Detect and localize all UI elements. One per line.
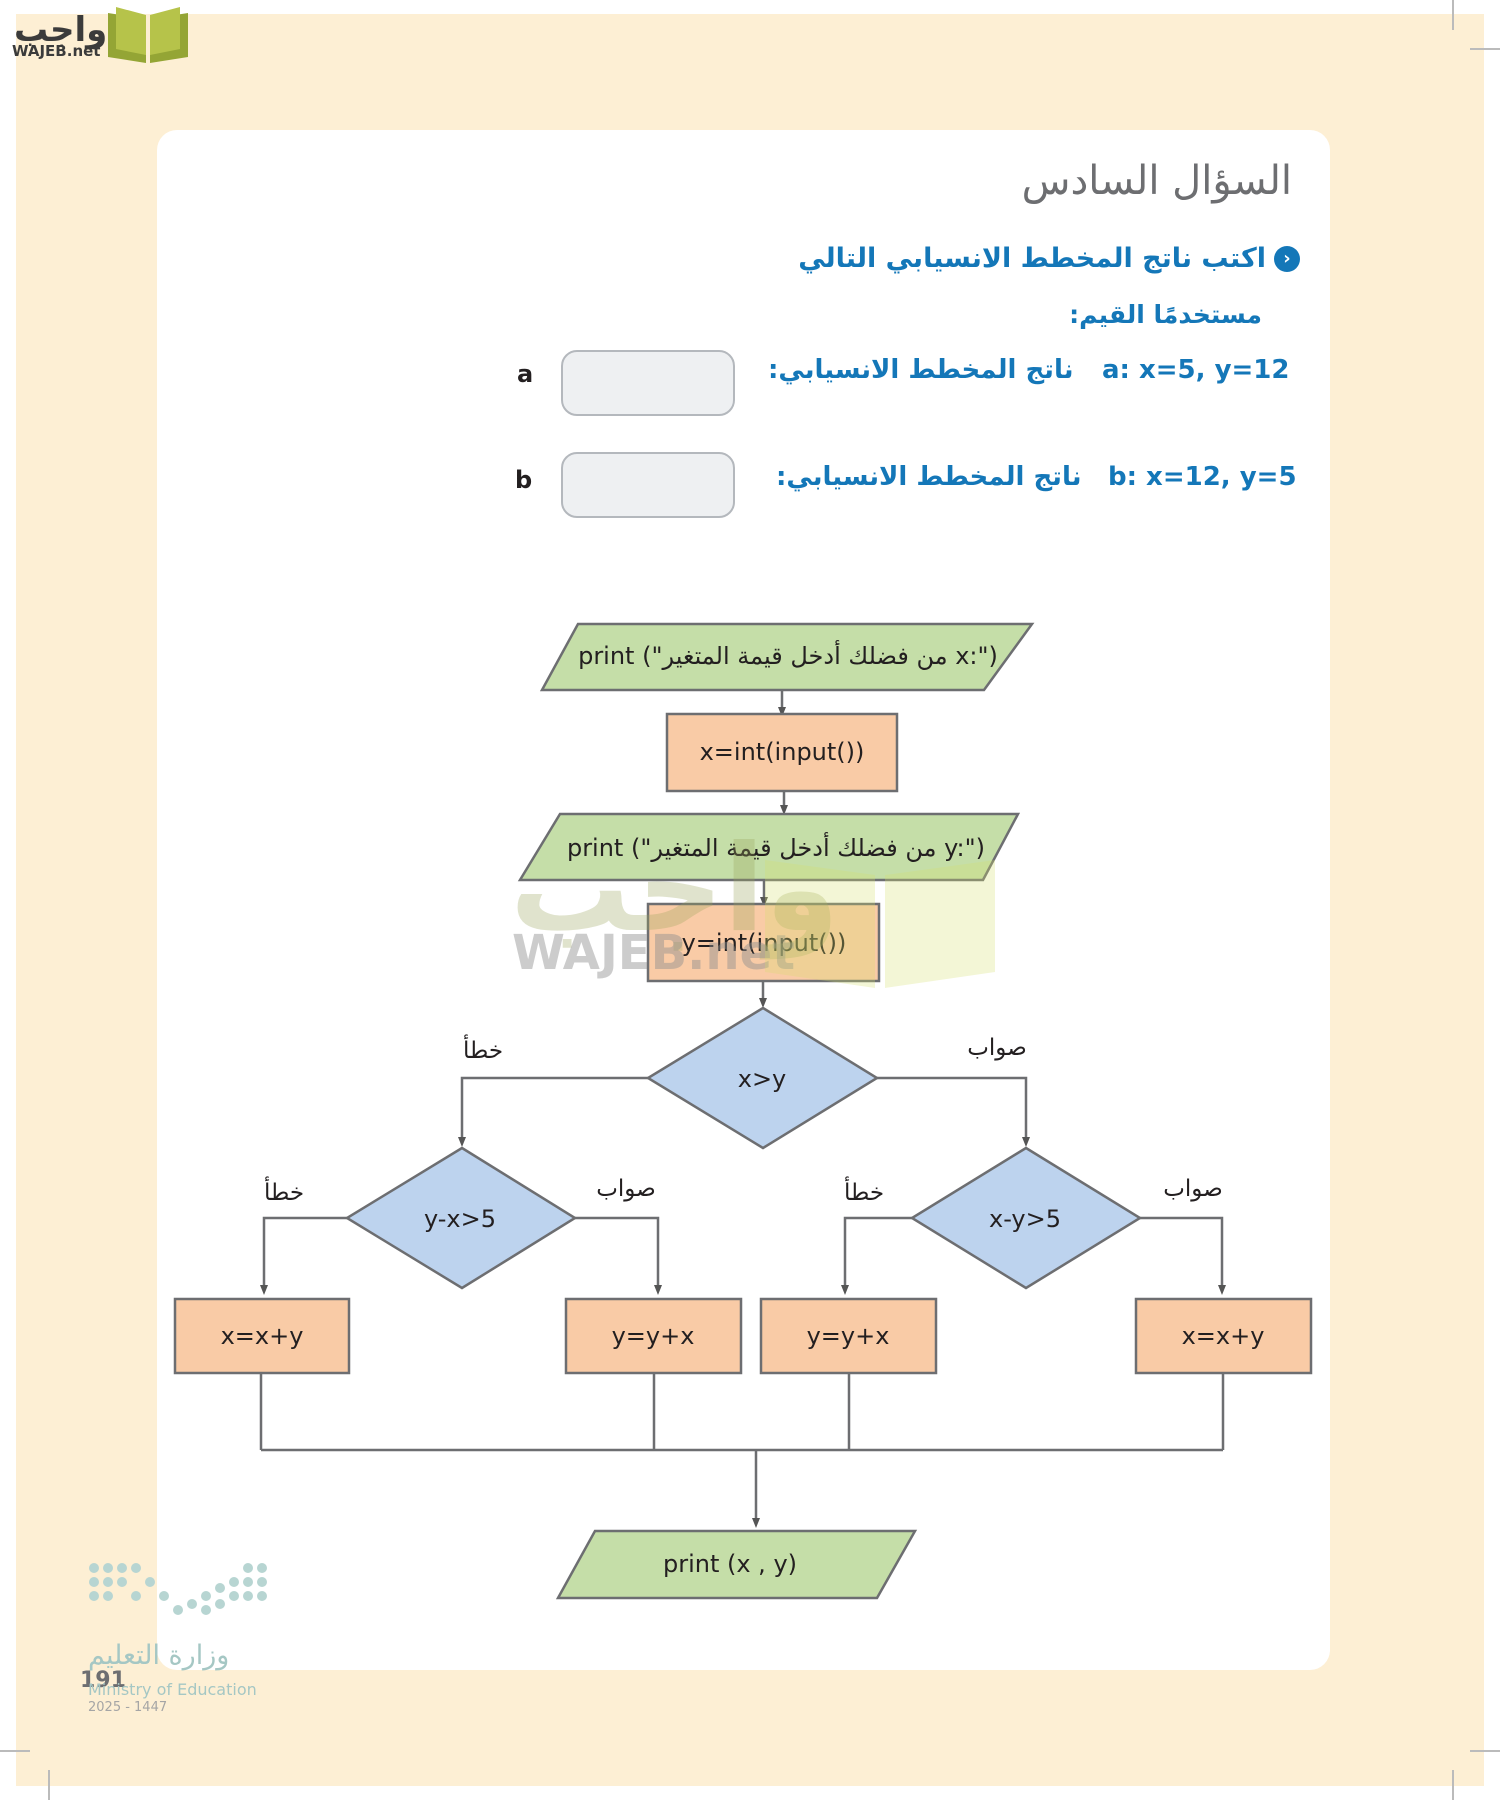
crop-mark [0,1750,30,1752]
values-a: a: x=5, y=12 [1102,355,1290,385]
true-label-main: صواب [967,1035,1026,1061]
crop-mark [48,1770,50,1800]
print-y-text: print ("من فضلك أدخل قيمة المتغير y:") [567,832,985,862]
process-far-right-text: x=x+y [1182,1322,1265,1350]
values-b: b: x=12, y=5 [1108,462,1297,492]
process-mid-right [759,1297,938,1375]
crop-mark [1470,48,1500,50]
answer-field-b[interactable] [561,452,735,518]
instruction-subtitle: مستخدمًا القيم: [1069,300,1262,329]
decision-main [645,1006,880,1150]
page-number: 191 [80,1668,126,1693]
process-mid-left [564,1297,743,1375]
decision-right [909,1146,1143,1290]
answer-label-a: a [517,360,534,388]
process-far-left-text: x=x+y [221,1322,304,1350]
result-label-b: ناتج المخطط الانسيابي: [776,462,1082,492]
crop-mark [1452,1770,1454,1800]
answer-label-b: b [515,466,533,494]
ministry-name-arabic: وزارة التعليم [88,1640,230,1671]
flow-connector [841,1216,912,1295]
decision-right-text: x-y>5 [989,1205,1061,1233]
ministry-logo-icon [89,1563,267,1615]
answer-field-a[interactable] [561,350,735,416]
question-title: السؤال السادس [1021,158,1292,204]
input-x-text: x=int(input()) [700,738,865,766]
watermark-english: WAJEB.net [512,925,796,981]
print-x-text: print ("من فضلك أدخل قيمة المتغير x:") [578,640,998,670]
process-far-right [1134,1297,1313,1375]
book-icon [108,7,188,63]
result-label-a: ناتج المخطط الانسيابي: [768,355,1074,385]
crop-mark [1470,1750,1500,1752]
logo-english: WAJEB.net [12,42,101,60]
process-mid-left-text: y=y+x [612,1322,695,1350]
process-mid-right-text: y=y+x [807,1322,890,1350]
process-far-left [173,1297,351,1375]
watermark-arabic: واجب [510,820,840,959]
decision-main-text: x>y [738,1065,787,1093]
flow-connector [1140,1216,1226,1295]
decision-left [344,1146,578,1290]
print-x-parallelogram [539,622,1035,692]
flow-connector [877,1076,1030,1147]
false-label-left: خطأ [264,1176,304,1206]
print-final-parallelogram [555,1529,918,1600]
input-y-process [646,902,881,983]
logo-arabic: واجب [14,10,108,50]
true-label-left: صواب [596,1176,655,1202]
instruction: ‹ اكتب ناتج المخطط الانسيابي التالي [798,243,1300,274]
false-label-right: خطأ [844,1176,884,1206]
input-y-text: y=int(input()) [682,929,847,957]
chevron-left-icon: ‹ [1274,245,1300,272]
decision-left-text: y-x>5 [424,1205,496,1233]
ministry-name-english: Ministry of Education [88,1680,257,1699]
instruction-text: اكتب ناتج المخطط الانسيابي التالي [798,243,1266,274]
flow-connector [260,1216,347,1295]
true-label-right: صواب [1163,1176,1222,1202]
crop-mark [1452,0,1454,30]
question-card [157,130,1330,1670]
print-final-text: print (x , y) [663,1550,797,1578]
watermark-book-icon [765,860,995,988]
print-y-parallelogram [517,812,1021,882]
flow-connector [575,1216,662,1295]
false-label-main: خطأ [463,1034,503,1064]
flow-connector [458,1076,648,1147]
site-logo[interactable]: واجب WAJEB.net [0,0,200,70]
input-x-process [665,712,899,793]
ministry-year: 2025 - 1447 [88,1700,168,1715]
